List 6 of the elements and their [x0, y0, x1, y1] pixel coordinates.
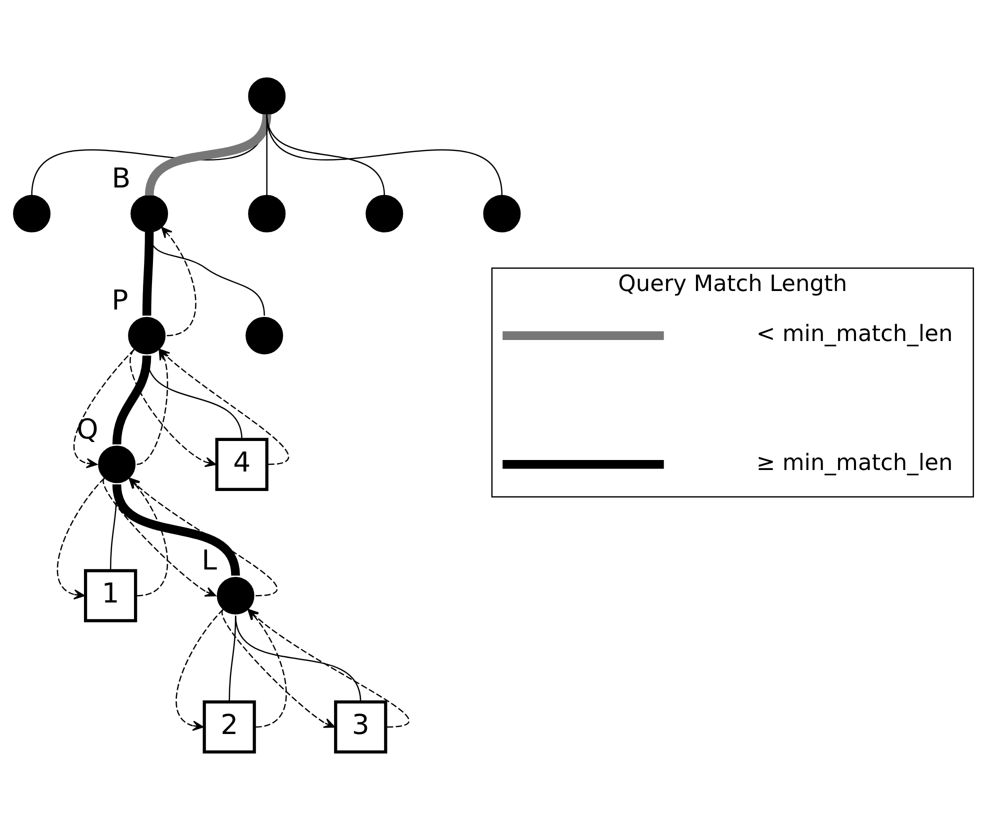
- node-label: L: [202, 544, 217, 576]
- legend-label: < min_match_len: [756, 320, 953, 347]
- node-label: P: [112, 284, 128, 316]
- legend-label: ≥ min_match_len: [756, 449, 953, 476]
- node-label: B: [112, 162, 131, 194]
- node-label: Q: [76, 412, 98, 445]
